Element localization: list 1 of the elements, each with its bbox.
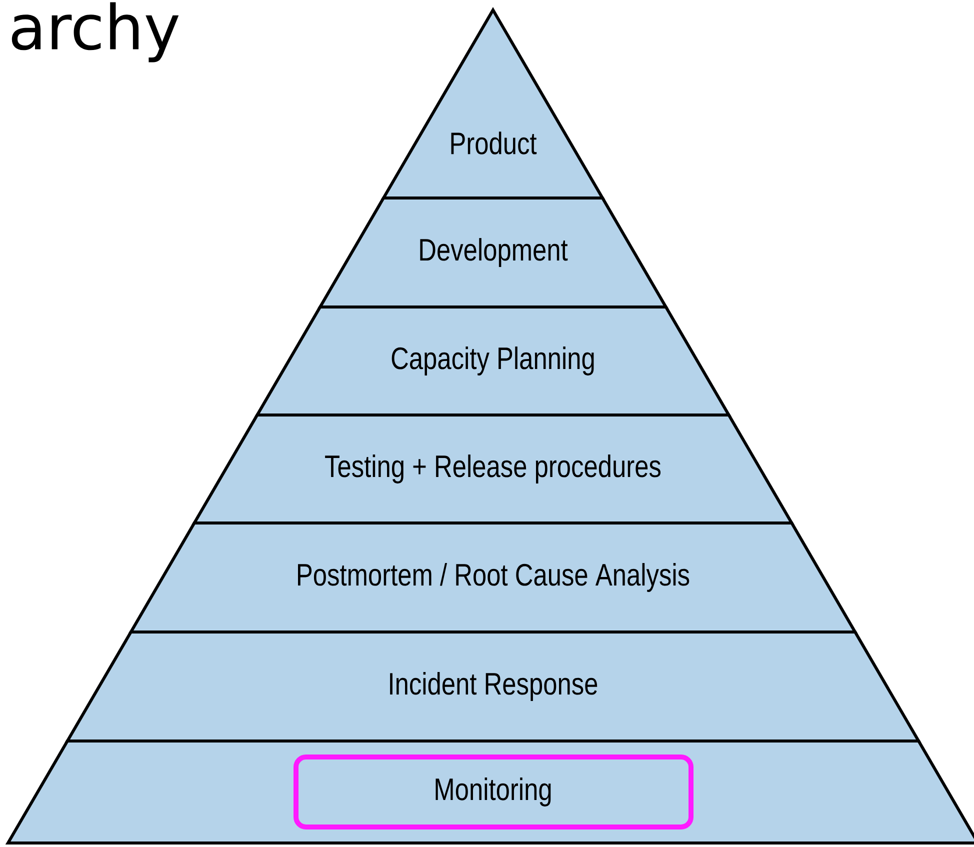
heading: archy: [12, 2, 179, 62]
